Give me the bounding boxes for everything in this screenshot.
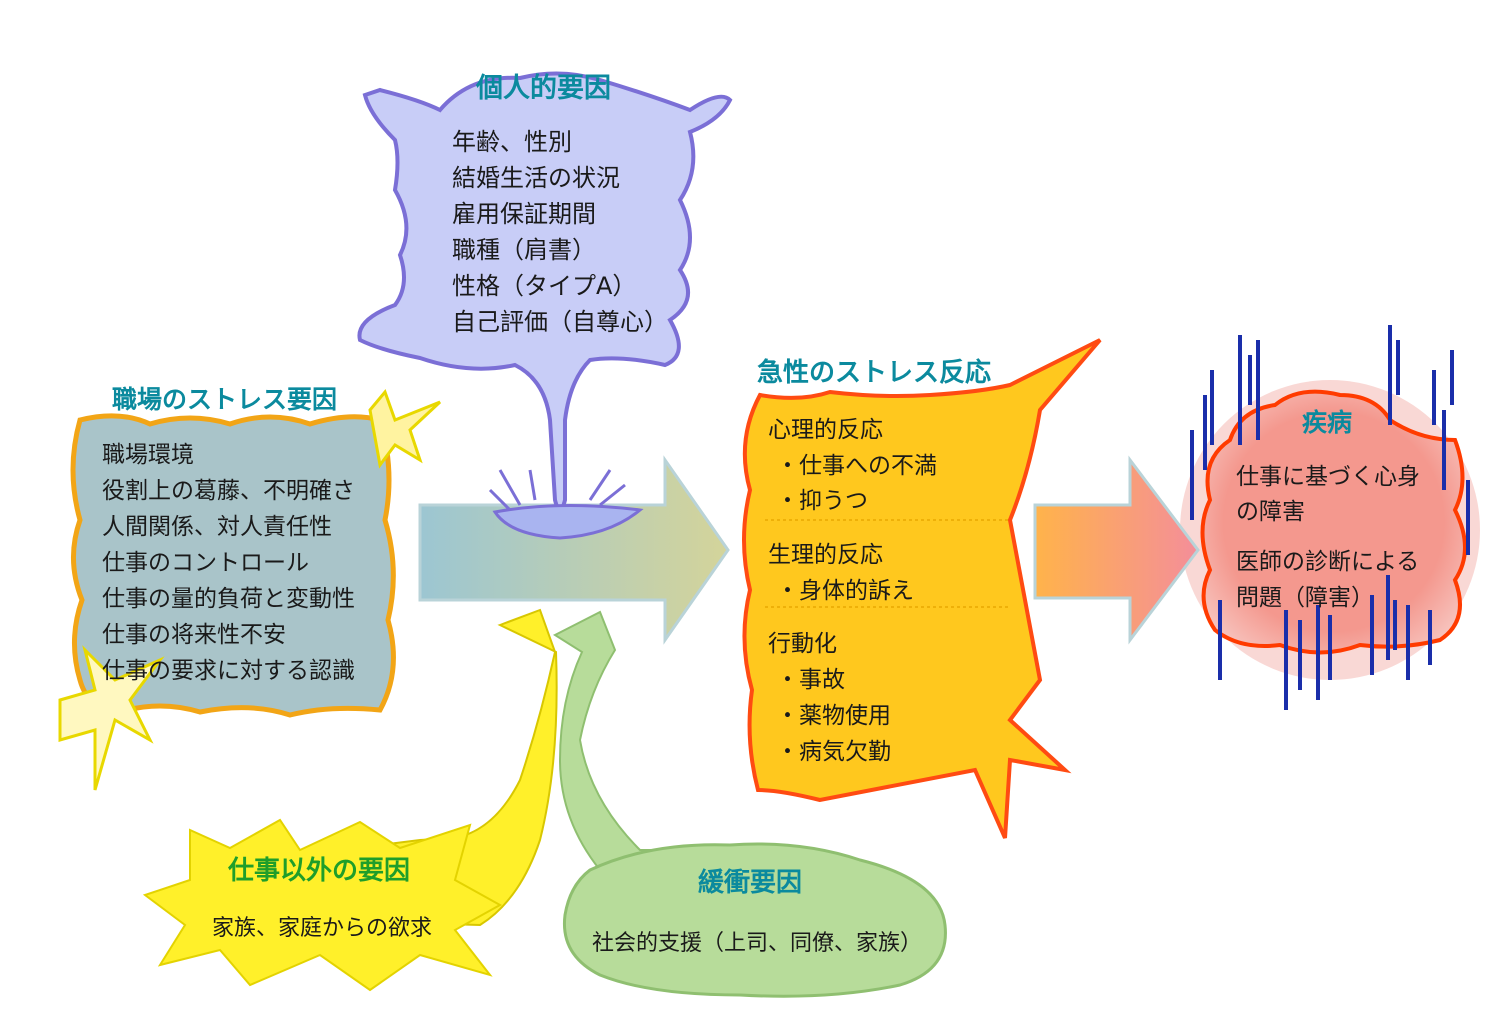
list-item: 年齢、性別: [452, 128, 572, 156]
individual-splat: [357, 71, 733, 540]
disease-title: 疾病: [1302, 408, 1353, 437]
nonwork-title: 仕事以外の要因: [228, 856, 411, 886]
acute-title: 急性のストレス反応: [757, 358, 992, 388]
acute-heading-behavior: 行動化: [768, 631, 837, 657]
list-item: 職種（肩書）: [452, 236, 596, 264]
list-item: 人間関係、対人責任性: [102, 514, 332, 540]
workplace-title: 職場のストレス要因: [112, 385, 338, 414]
list-item: 雇用保証期間: [452, 200, 596, 228]
disease-item: 仕事に基づく心身: [1236, 464, 1420, 490]
buffer-arrow: [552, 610, 701, 872]
buffer-blob: [562, 842, 947, 998]
acute-item: ・病気欠勤: [776, 739, 891, 765]
individual-list: 年齢、性別 結婚生活の状況 雇用保証期間 職種（肩書） 性格（タイプA） 自己評…: [452, 124, 668, 340]
list-item: 仕事の将来性不安: [102, 622, 286, 648]
acute-item: ・薬物使用: [776, 703, 891, 729]
individual-title: 個人的要因: [476, 73, 611, 104]
disease-item: 医師の診断による: [1236, 549, 1420, 575]
disease-splat: [1200, 389, 1467, 655]
acute-item: ・事故: [776, 667, 845, 693]
acute-heading-psych: 心理的反応: [768, 417, 883, 443]
list-item: 自己評価（自尊心）: [452, 308, 668, 336]
nonwork-text: 家族、家庭からの欲求: [212, 916, 433, 941]
main-arrow: [418, 455, 730, 645]
list-item: 仕事のコントロール: [102, 550, 309, 576]
nonwork-splat: [142, 818, 503, 992]
disease-vibration-lines: [1190, 325, 1470, 710]
list-item: 仕事の要求に対する認識: [102, 658, 355, 684]
list-item: 職場環境: [102, 442, 194, 468]
disease-item: 問題（障害）: [1236, 585, 1374, 611]
list-item: 結婚生活の状況: [452, 164, 620, 192]
workplace-splat: [58, 389, 442, 791]
acute-item: ・抑うつ: [776, 488, 868, 514]
buffer-title: 緩衝要因: [698, 868, 803, 898]
list-item: 仕事の量的負荷と変動性: [102, 586, 355, 612]
acute-item: ・身体的訴え: [776, 578, 914, 604]
buffer-text: 社会的支援（上司、同僚、家族）: [592, 931, 923, 956]
acute-item: ・仕事への不満: [776, 453, 937, 479]
disease-item: の障害: [1236, 499, 1305, 525]
workplace-list: 職場環境 役割上の葛藤、不明確さ 人間関係、対人責任性 仕事のコントロール 仕事…: [102, 437, 355, 689]
list-item: 役割上の葛藤、不明確さ: [102, 478, 355, 504]
acute-heading-physio: 生理的反応: [768, 542, 883, 568]
list-item: 性格（タイプA）: [452, 272, 637, 300]
acute-splat: [742, 338, 1102, 839]
acute-to-disease-arrow: [1033, 455, 1200, 645]
